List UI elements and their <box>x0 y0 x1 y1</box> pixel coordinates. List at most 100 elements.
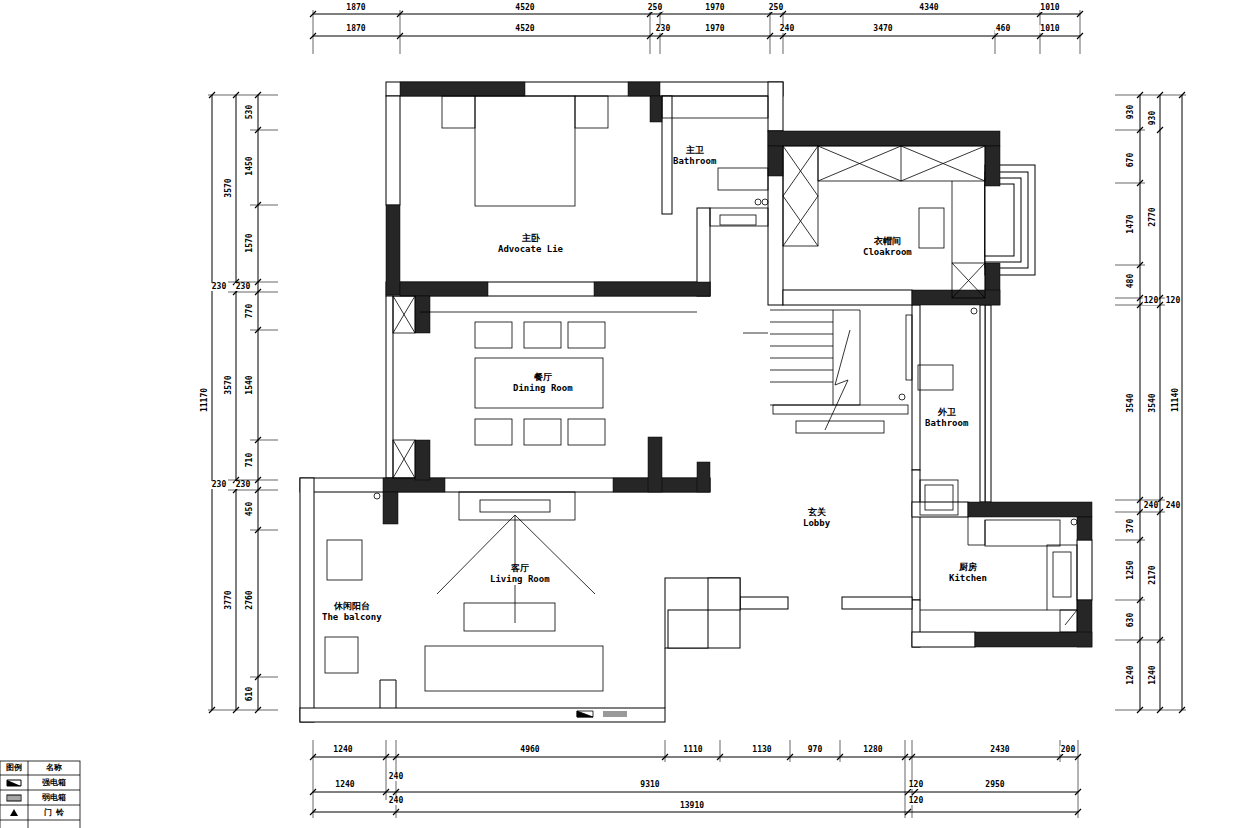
legend-symbol <box>7 780 21 786</box>
room-label: 餐厅Dining Room <box>511 371 575 395</box>
dimension-text: 2170 <box>1149 564 1157 585</box>
dimension-text: 4340 <box>918 4 939 12</box>
room-name: 餐厅 <box>513 372 573 383</box>
dimension-text: 120 <box>1143 297 1159 305</box>
legend-symbol <box>10 809 18 816</box>
dimension-text: 11170 <box>201 387 209 413</box>
dimension-text: 930 <box>1127 104 1135 120</box>
dimension-text: 240 <box>388 797 404 805</box>
dimension-text: 3540 <box>1149 392 1157 413</box>
dimension-text: 1130 <box>751 746 772 754</box>
dimension-text: 1240 <box>1127 664 1135 685</box>
dimension-text: 250 <box>647 4 663 12</box>
dimension-text: 4520 <box>514 25 535 33</box>
room-name: 厨房 <box>949 562 987 573</box>
room-name-en: Advocate Lie <box>498 244 563 255</box>
dimension-text: 230 <box>211 481 227 489</box>
legend-text: 门 铃 <box>44 809 65 817</box>
room-label: 衣帽间Cloakroom <box>861 235 914 259</box>
room-label: 主卫Bathroom <box>671 144 718 168</box>
dimension-text: 770 <box>246 303 254 319</box>
dimension-text: 1010 <box>1039 4 1060 12</box>
dimension-text: 1010 <box>1039 25 1060 33</box>
legend-text: 强电箱 <box>42 779 66 787</box>
dimension-text: 120 <box>908 797 924 805</box>
dimension-text: 3570 <box>225 374 233 395</box>
dimension-text: 970 <box>807 746 823 754</box>
room-name-en: Kitchen <box>949 573 987 584</box>
legend-header: 图例 <box>5 764 23 772</box>
room-label: 休闲阳台The balcony <box>320 600 384 624</box>
dimension-text: 1250 <box>1127 559 1135 580</box>
legend-text: 弱电箱 <box>42 794 66 802</box>
dimension-text: 120 <box>908 781 924 789</box>
room-name-en: Dining Room <box>513 383 573 394</box>
dimension-text: 1240 <box>334 781 355 789</box>
room-name: 主卫 <box>673 145 716 156</box>
dimension-text: 1450 <box>246 155 254 176</box>
dimension-text: 3770 <box>225 589 233 610</box>
dimension-text: 9310 <box>639 781 660 789</box>
dimension-text: 4960 <box>519 746 540 754</box>
dimension-text: 240 <box>779 25 795 33</box>
room-label: 外卫Bathroom <box>923 406 970 430</box>
dimension-text: 1570 <box>246 232 254 253</box>
dimension-text: 3470 <box>872 25 893 33</box>
room-name: 玄关 <box>803 507 830 518</box>
legend-symbol <box>7 795 21 801</box>
dimension-text: 2430 <box>989 746 1010 754</box>
dimension-text: 1870 <box>345 25 366 33</box>
dimension-text: 230 <box>655 25 671 33</box>
room-name: 主卧 <box>498 233 563 244</box>
dimension-text: 450 <box>246 501 254 517</box>
dimension-text: 240 <box>388 773 404 781</box>
dimension-text: 530 <box>246 104 254 120</box>
dimension-text: 13910 <box>679 802 705 810</box>
room-label: 客厅Living Room <box>488 562 552 586</box>
room-name: 衣帽间 <box>863 236 912 247</box>
room-label: 厨房Kitchen <box>947 561 989 585</box>
dimension-text: 480 <box>1127 273 1135 289</box>
dimension-text: 1240 <box>1149 664 1157 685</box>
dimension-text: 2950 <box>984 781 1005 789</box>
dimension-text: 1240 <box>332 746 353 754</box>
dimension-text: 11140 <box>1172 387 1180 413</box>
room-name: 外卫 <box>925 407 968 418</box>
dimension-text: 1970 <box>704 25 725 33</box>
dimension-text: 2760 <box>246 589 254 610</box>
dimension-text: 930 <box>1149 110 1157 126</box>
dimension-text: 3540 <box>1127 392 1135 413</box>
room-label: 玄关Lobby <box>801 506 832 530</box>
room-name-en: The balcony <box>322 612 382 623</box>
room-label: 主卧Advocate Lie <box>496 232 565 256</box>
dimension-text: 240 <box>1165 502 1181 510</box>
room-name: 休闲阳台 <box>322 601 382 612</box>
dimension-text: 230 <box>235 481 251 489</box>
dimension-text: 120 <box>1165 297 1181 305</box>
dimension-text: 250 <box>768 4 784 12</box>
dimension-text: 1110 <box>682 746 703 754</box>
room-name-en: Cloakroom <box>863 247 912 258</box>
dimension-text: 370 <box>1127 518 1135 534</box>
legend-header: 名称 <box>45 764 63 772</box>
dimension-text: 630 <box>1127 612 1135 628</box>
dimension-text: 670 <box>1127 152 1135 168</box>
dimension-text: 610 <box>246 686 254 702</box>
dimension-text: 1470 <box>1127 213 1135 234</box>
dimension-text: 1870 <box>345 4 366 12</box>
dimension-text: 230 <box>211 283 227 291</box>
room-name-en: Bathroom <box>673 156 716 167</box>
dimension-text: 3570 <box>225 177 233 198</box>
dimension-text: 240 <box>1143 502 1159 510</box>
dimension-text: 4520 <box>514 4 535 12</box>
dimension-text: 1280 <box>862 746 883 754</box>
room-name-en: Lobby <box>803 518 830 529</box>
dimension-text: 200 <box>1060 746 1076 754</box>
dimension-text: 710 <box>246 452 254 468</box>
dimension-text: 1970 <box>704 4 725 12</box>
dimension-text: 230 <box>235 283 251 291</box>
dimension-text: 460 <box>995 25 1011 33</box>
room-name-en: Living Room <box>490 574 550 585</box>
room-name-en: Bathroom <box>925 418 968 429</box>
